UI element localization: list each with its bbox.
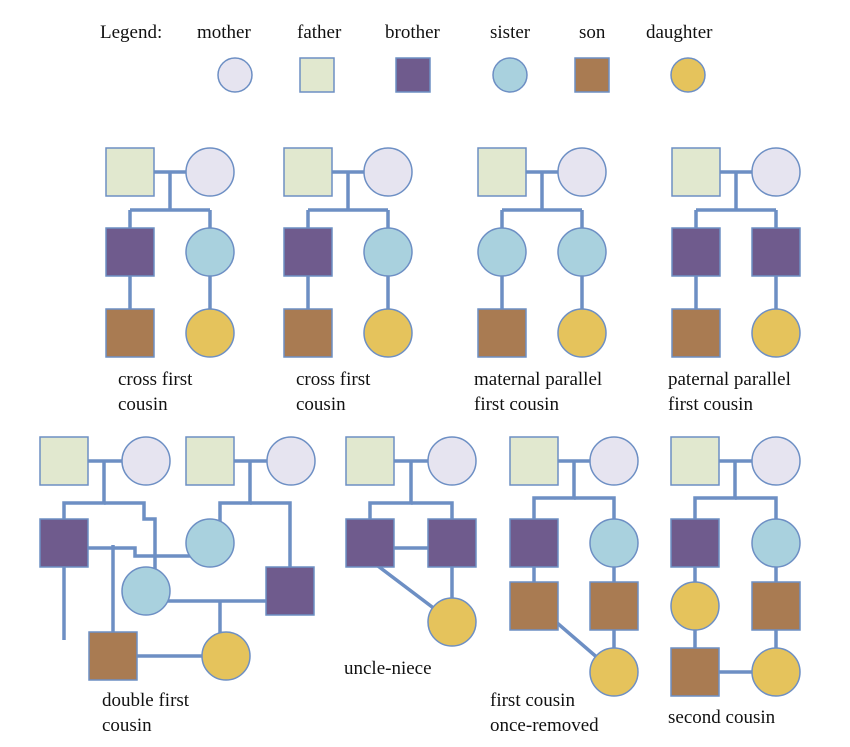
caption-double-first-cousin: double first cousin [102,688,189,738]
legend-label-daughter: daughter [646,22,713,43]
kinship-line [64,546,210,558]
father-symbol [39,436,89,486]
mother-symbol [266,436,316,486]
brother-symbol [345,518,395,568]
caption-first-cousin-once-removed: first cousin once-removed [490,688,599,738]
brother-symbol [509,518,559,568]
sister-symbol [492,57,528,93]
son-symbol [751,581,801,631]
daughter-symbol [185,308,235,358]
daughter-symbol [557,308,607,358]
father-symbol [185,436,235,486]
caption-line: cousin [118,394,168,415]
mother-symbol [363,147,413,197]
caption-line: maternal parallel [474,369,603,390]
father-symbol [670,436,720,486]
mother-symbol [427,436,477,486]
son-symbol [671,308,721,358]
sister-symbol [363,227,413,277]
legend-title: Legend: [100,22,163,43]
legend-label-mother: mother [197,22,251,43]
brother-symbol [265,566,315,616]
mother-symbol [589,436,639,486]
caption-line: first cousin [668,394,753,415]
son-symbol [283,308,333,358]
mother-symbol [185,147,235,197]
brother-symbol [395,57,431,93]
son-symbol [477,308,527,358]
father-symbol [345,436,395,486]
mother-symbol [557,147,607,197]
daughter-symbol [751,308,801,358]
brother-symbol [670,518,720,568]
father-symbol [477,147,527,197]
brother-symbol [283,227,333,277]
daughter-symbol [427,597,477,647]
caption-line: cross first [118,369,193,390]
daughter-symbol [363,308,413,358]
father-symbol [105,147,155,197]
daughter-symbol [670,581,720,631]
daughter-symbol [670,57,706,93]
caption-second-cousin: second cousin [668,705,775,730]
mother-symbol [217,57,253,93]
sister-symbol [589,518,639,568]
caption-line: cousin [296,394,346,415]
son-symbol [88,631,138,681]
father-symbol [509,436,559,486]
caption-uncle-niece: uncle-niece [344,656,432,681]
sister-symbol [185,227,235,277]
legend-label-brother: brother [385,22,440,43]
brother-symbol [105,227,155,277]
mother-symbol [751,436,801,486]
kinship-line [62,461,106,640]
caption-line: cousin [102,715,152,736]
sister-symbol [557,227,607,277]
legend-label-father: father [297,22,342,43]
kinship-line [104,501,157,591]
mother-symbol [751,147,801,197]
son-symbol [105,308,155,358]
brother-symbol [671,227,721,277]
caption-cross-first-cousin-1: cross first cousin [118,367,192,417]
brother-symbol [39,518,89,568]
father-symbol [283,147,333,197]
person-symbols [39,57,801,697]
caption-maternal-parallel-first-cousin: maternal parallel first cousin [474,367,602,417]
kinship-line [250,501,292,591]
daughter-symbol [589,647,639,697]
brother-symbol [751,227,801,277]
daughter-symbol [751,647,801,697]
caption-line: first cousin [490,690,575,711]
caption-paternal-parallel-first-cousin: paternal parallel first cousin [668,367,791,417]
father-symbol [671,147,721,197]
caption-line: second cousin [668,707,776,728]
connector-lines [62,170,778,674]
caption-line: cross first [296,369,371,390]
sister-symbol [185,518,235,568]
son-symbol [589,581,639,631]
sister-symbol [121,566,171,616]
father-symbol [299,57,335,93]
caption-line: first cousin [474,394,559,415]
legend-label-sister: sister [490,22,531,43]
sister-symbol [751,518,801,568]
caption-line: once-removed [490,715,599,736]
caption-cross-first-cousin-2: cross first cousin [296,367,370,417]
legend-label-son: son [579,22,606,43]
sister-symbol [477,227,527,277]
son-symbol [574,57,610,93]
son-symbol [670,647,720,697]
mother-symbol [121,436,171,486]
caption-line: paternal parallel [668,369,791,390]
caption-line: uncle-niece [344,658,432,679]
daughter-symbol [201,631,251,681]
caption-line: double first [102,690,190,711]
son-symbol [509,581,559,631]
brother-symbol [427,518,477,568]
